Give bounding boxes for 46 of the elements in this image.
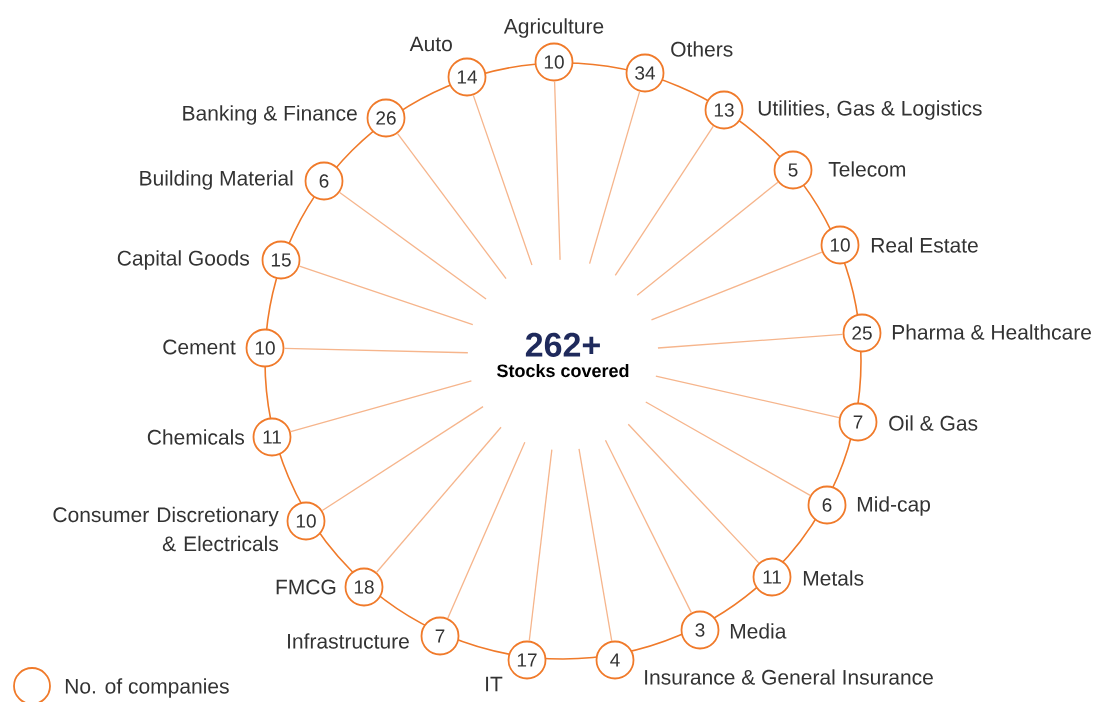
ray-line: [657, 333, 844, 349]
sector-label: Infrastructure: [288, 633, 409, 649]
ray-line: [376, 426, 502, 573]
sector-label: Auto: [409, 36, 452, 52]
ray-line: [553, 80, 561, 261]
ray-line: [614, 125, 714, 277]
ray-line: [645, 401, 811, 497]
ray-line: [650, 251, 823, 321]
legend-label: No. of companies: [65, 678, 229, 698]
ray-line: [290, 380, 473, 433]
ray-line: [528, 448, 553, 642]
ray-line: [447, 441, 526, 619]
ray-line: [472, 94, 533, 266]
sector-label: Others: [671, 41, 733, 57]
ray-line: [396, 132, 507, 280]
ray-line: [578, 448, 613, 642]
sector-label: Agriculture: [503, 18, 604, 38]
sector-label: Pharma & Healthcare: [892, 324, 1091, 340]
sector-label: Building Material: [140, 170, 293, 190]
ray-line: [339, 191, 487, 300]
sector-label: Cement: [163, 339, 236, 355]
sector-label: Oil & Gas: [889, 415, 978, 431]
sector-label: Chemicals: [147, 429, 244, 445]
ray-line: [588, 90, 641, 265]
ray-line: [298, 265, 474, 326]
sector-label: Consumer Discretionary & Electricals: [53, 506, 279, 552]
ray-line: [604, 439, 692, 614]
ray-line: [321, 406, 484, 512]
ray-line: [636, 181, 779, 296]
sector-label: Capital Goods: [117, 250, 249, 270]
sector-label: FMCG: [276, 579, 336, 595]
sector-label: Metals: [803, 570, 864, 586]
node-label: 17: [517, 653, 537, 667]
ray-line: [655, 375, 840, 419]
sector-label: Banking & Finance: [183, 105, 357, 125]
sector-label: Mid-cap: [857, 496, 930, 516]
node-label: 4: [610, 653, 620, 667]
ray-line: [283, 347, 469, 354]
sector-label: Media: [730, 623, 787, 639]
sector-label: IT: [486, 676, 503, 692]
sector-label: Telecom: [828, 161, 906, 177]
sector-label: Utilities, Gas & Logistics: [758, 100, 982, 120]
sector-label: Real Estate: [871, 237, 978, 253]
ray-line: [627, 423, 760, 564]
center-text: 262+ Stocks covered: [497, 332, 629, 378]
sector-label: Insurance & General Insurance: [645, 669, 933, 685]
